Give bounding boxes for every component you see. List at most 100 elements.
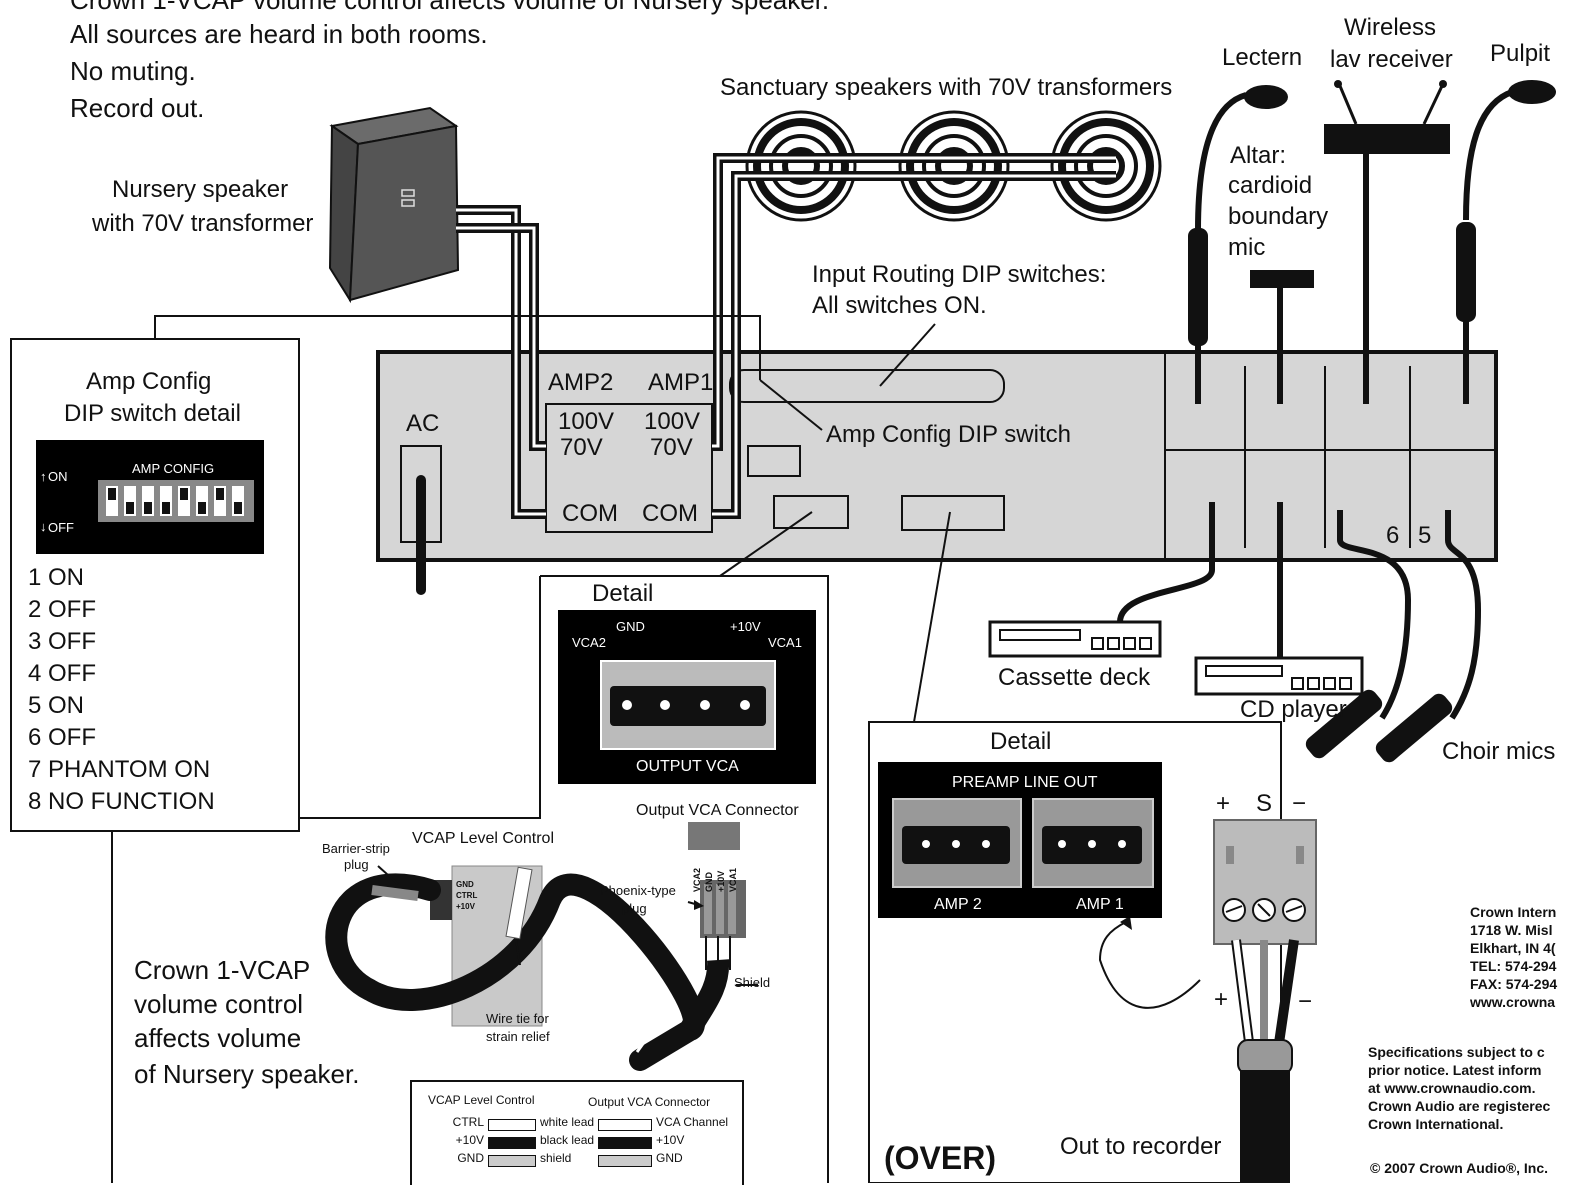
vcap-caption-1: Crown 1-VCAP <box>134 955 311 985</box>
cd-label: CD player <box>1240 696 1347 723</box>
header-line-2: All sources are heard in both rooms. <box>70 19 488 49</box>
spec-line: prior notice. Latest inform <box>1368 1062 1542 1078</box>
ac-label: AC <box>406 410 440 437</box>
company-line: FAX: 574-294 <box>1470 976 1558 992</box>
preamp-detail-title: Detail <box>990 728 1052 755</box>
amp1-100v: 100V <box>644 408 701 435</box>
amp1-70v: 70V <box>650 434 693 461</box>
speaker-terminal-block <box>545 403 713 533</box>
dip-switch <box>142 486 154 516</box>
dip-switch-bank <box>98 480 254 522</box>
amp2-com: COM <box>562 500 618 527</box>
vcap-gnd-pin: GND <box>456 880 474 889</box>
switch-setting-item: 8 NO FUNCTION <box>28 788 215 815</box>
off-label: OFF <box>48 520 74 535</box>
shield-label: Shield <box>734 975 771 990</box>
pin-label: GND <box>704 872 714 892</box>
vca-detail-title: Detail <box>592 580 654 607</box>
amp2-label: AMP2 <box>548 369 614 396</box>
out-recorder-label: Out to recorder <box>1060 1133 1222 1160</box>
company-line: www.crowna <box>1470 994 1556 1010</box>
pin-minus-label: − <box>1292 790 1307 817</box>
dip-switch <box>124 486 136 516</box>
input-routing-dip <box>729 369 1005 403</box>
gnd-label: GND <box>616 619 645 634</box>
channel-5-label: 5 <box>1418 522 1432 549</box>
cd-player-icon <box>1194 656 1364 696</box>
amplifier-rear-panel <box>376 350 1498 562</box>
vcap-ctrl-pin: CTRL <box>456 891 478 900</box>
amp1-label: AMP1 <box>648 369 714 396</box>
vca1-label: VCA1 <box>768 635 802 650</box>
header-line-4: Record out. <box>70 93 205 123</box>
spec-line: Specifications subject to c <box>1368 1044 1545 1060</box>
altar-label-4: mic <box>1228 234 1266 261</box>
wireless-receiver-icon <box>1324 80 1450 404</box>
amp-config-panel: ↑ ON ↓ OFF AMP CONFIG <box>36 440 264 554</box>
vcap-10v-pin: +10V <box>456 902 475 911</box>
header-line-1: Crown 1-VCAP volume control affects volu… <box>70 0 830 15</box>
phoenix-connector-icon <box>600 660 776 750</box>
cassette-deck-icon <box>988 620 1162 658</box>
pulpit-label: Pulpit <box>1490 40 1551 67</box>
output-vca-panel: GND +10V VCA2 VCA1 OUTPUT VCA <box>558 610 816 784</box>
vcap-level-label: VCAP Level Control <box>412 830 554 847</box>
amp-config-detail-box: Amp Config DIP switch detail ↑ ON ↓ OFF … <box>10 338 300 832</box>
preamp-amp1-label: AMP 1 <box>1076 896 1124 913</box>
amp2-100v: 100V <box>558 408 615 435</box>
channel-6-label: 6 <box>1386 522 1400 549</box>
pin-plus-label: + <box>1216 790 1231 817</box>
sanctuary-speaker-icon <box>898 110 1010 222</box>
spec-line: at www.crownaudio.com. <box>1368 1080 1536 1096</box>
company-line: 1718 W. Misl <box>1470 922 1553 938</box>
phoenix-label-2: plug <box>622 901 647 916</box>
amp1-com: COM <box>642 500 698 527</box>
pin-label: +10V <box>716 870 726 892</box>
choir-label: Choir mics <box>1442 738 1556 765</box>
amp-config-title-1: Amp Config <box>86 368 212 395</box>
company-line: TEL: 574-294 <box>1470 958 1557 974</box>
dip-switch <box>106 486 118 516</box>
preamp-line-out-panel: PREAMP LINE OUT AMP 2 AMP 1 <box>878 762 1162 918</box>
vcap-level-control-drawing <box>325 822 758 1071</box>
pulpit-mic-icon <box>1456 80 1556 404</box>
amp-config-dip <box>747 445 801 477</box>
vca2-label: VCA2 <box>572 635 606 650</box>
company-line: Elkhart, IN 4( <box>1470 940 1556 956</box>
lead-minus-label: − <box>1298 988 1313 1015</box>
wireless-label-1: Wireless <box>1344 14 1437 41</box>
cassette-label: Cassette deck <box>998 664 1151 691</box>
dip-switch <box>178 486 190 516</box>
dip-switch <box>232 486 244 516</box>
header-line-3: No muting. <box>70 56 196 86</box>
sanctuary-label: Sanctuary speakers with 70V transformers <box>720 74 1173 101</box>
lead-plus-label: + <box>1214 986 1229 1013</box>
wireless-label-2: lav receiver <box>1330 46 1453 73</box>
choir-mic-icon <box>1375 510 1482 763</box>
amp1-connector-icon <box>1032 798 1154 888</box>
pin-label: VCA2 <box>692 867 702 892</box>
choir-mic-icon <box>1305 510 1412 759</box>
input-routing-label-1: Input Routing DIP switches: <box>812 261 1107 288</box>
company-line: Crown Intern <box>1470 904 1557 920</box>
legend-left-title: VCAP Level Control <box>428 1093 535 1107</box>
dip-switch <box>196 486 208 516</box>
on-label: ON <box>48 469 68 484</box>
wiring-legend: VCAP Level Control Output VCA Connector … <box>410 1080 744 1185</box>
arrow-up-icon: ↑ <box>40 469 47 484</box>
pin-s-label: S <box>1256 790 1273 817</box>
copyright: © 2007 Crown Audio®, Inc. <box>1370 1160 1549 1176</box>
lectern-mic-icon <box>1188 85 1288 404</box>
switch-setting-item: 5 ON <box>28 692 85 719</box>
switch-setting-item: 2 OFF <box>28 596 97 623</box>
sanctuary-speaker-icon <box>1050 110 1162 222</box>
input-routing-label-2: All switches ON. <box>812 292 987 319</box>
wire-tie-label-2: strain relief <box>486 1029 550 1044</box>
spec-line: Crown Audio are registerec <box>1368 1098 1551 1114</box>
switch-setting-item: 7 PHANTOM ON <box>28 756 211 783</box>
barrier-label-1: Barrier-strip <box>322 841 390 856</box>
switch-setting-item: 6 OFF <box>28 724 97 751</box>
switch-setting-item: 4 OFF <box>28 660 97 687</box>
